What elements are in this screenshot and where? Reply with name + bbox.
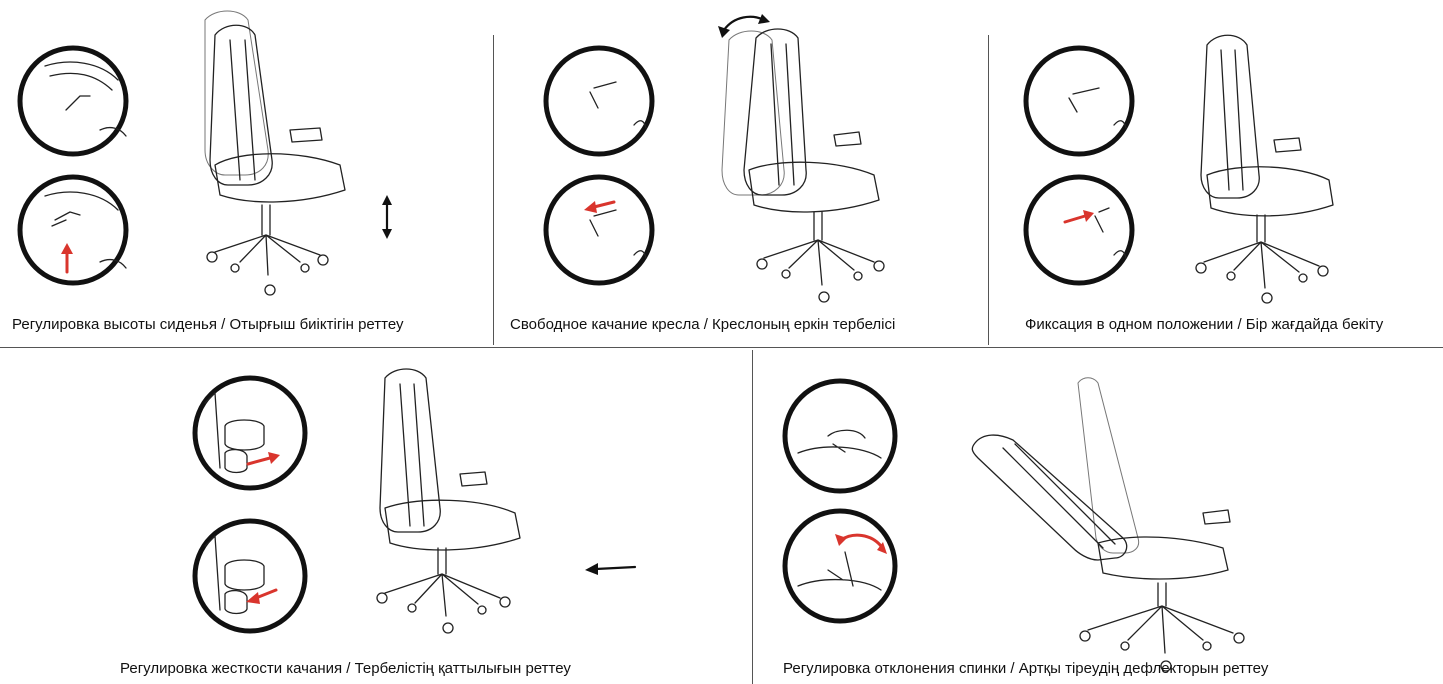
chair-illustration bbox=[972, 378, 1244, 671]
back-recline-illustration bbox=[753, 348, 1443, 684]
lever-detail-circle bbox=[20, 177, 126, 283]
panel-back-recline: Регулировка отклонения спинки / Артқы ті… bbox=[753, 348, 1443, 684]
lever-detail-circle bbox=[20, 48, 126, 154]
lever-detail-circle bbox=[1026, 177, 1132, 283]
lever-detail-circle bbox=[1026, 48, 1132, 154]
panel-lock-position: Фиксация в одном положении / Бір жағдайд… bbox=[989, 0, 1443, 347]
red-arrow-icon bbox=[1065, 216, 1085, 222]
lever-detail-circle bbox=[546, 48, 652, 154]
caption-rocking-tension: Регулировка жесткости качания / Тербеліс… bbox=[120, 660, 571, 677]
chair-illustration bbox=[205, 11, 345, 295]
red-arrow-icon bbox=[256, 590, 276, 598]
rocking-tension-illustration bbox=[0, 348, 752, 684]
lock-position-illustration bbox=[989, 0, 1443, 347]
knob-detail-circle bbox=[195, 521, 305, 631]
caption-free-rocking: Свободное качание кресла / Креслоның ерк… bbox=[510, 316, 895, 333]
panel-free-rocking: Свободное качание кресла / Креслоның ерк… bbox=[494, 0, 988, 347]
red-arrow-icon bbox=[841, 535, 881, 546]
lever-detail-circle bbox=[785, 381, 895, 491]
panel-seat-height: Регулировка высоты сиденья / Отырғыш биі… bbox=[0, 0, 493, 347]
caption-back-recline: Регулировка отклонения спинки / Артқы ті… bbox=[783, 660, 1268, 677]
chair-illustration bbox=[377, 369, 520, 633]
seat-height-illustration bbox=[0, 0, 493, 347]
up-down-arrow-icon bbox=[382, 195, 392, 239]
red-arrow-icon bbox=[248, 458, 270, 464]
caption-seat-height: Регулировка высоты сиденья / Отырғыш биі… bbox=[12, 316, 404, 333]
caption-lock-position: Фиксация в одном положении / Бір жағдайд… bbox=[1025, 316, 1383, 333]
panel-rocking-tension: Регулировка жесткости качания / Тербеліс… bbox=[0, 348, 752, 684]
knob-detail-circle bbox=[195, 378, 305, 488]
curved-arrow-icon bbox=[718, 14, 770, 38]
free-rocking-illustration bbox=[494, 0, 988, 347]
red-arrow-icon bbox=[594, 202, 614, 207]
lever-detail-circle bbox=[785, 511, 895, 621]
chair-illustration bbox=[1196, 35, 1333, 303]
lever-detail-circle bbox=[546, 177, 652, 283]
chair-illustration bbox=[722, 29, 884, 302]
black-arrow-icon bbox=[585, 563, 635, 575]
